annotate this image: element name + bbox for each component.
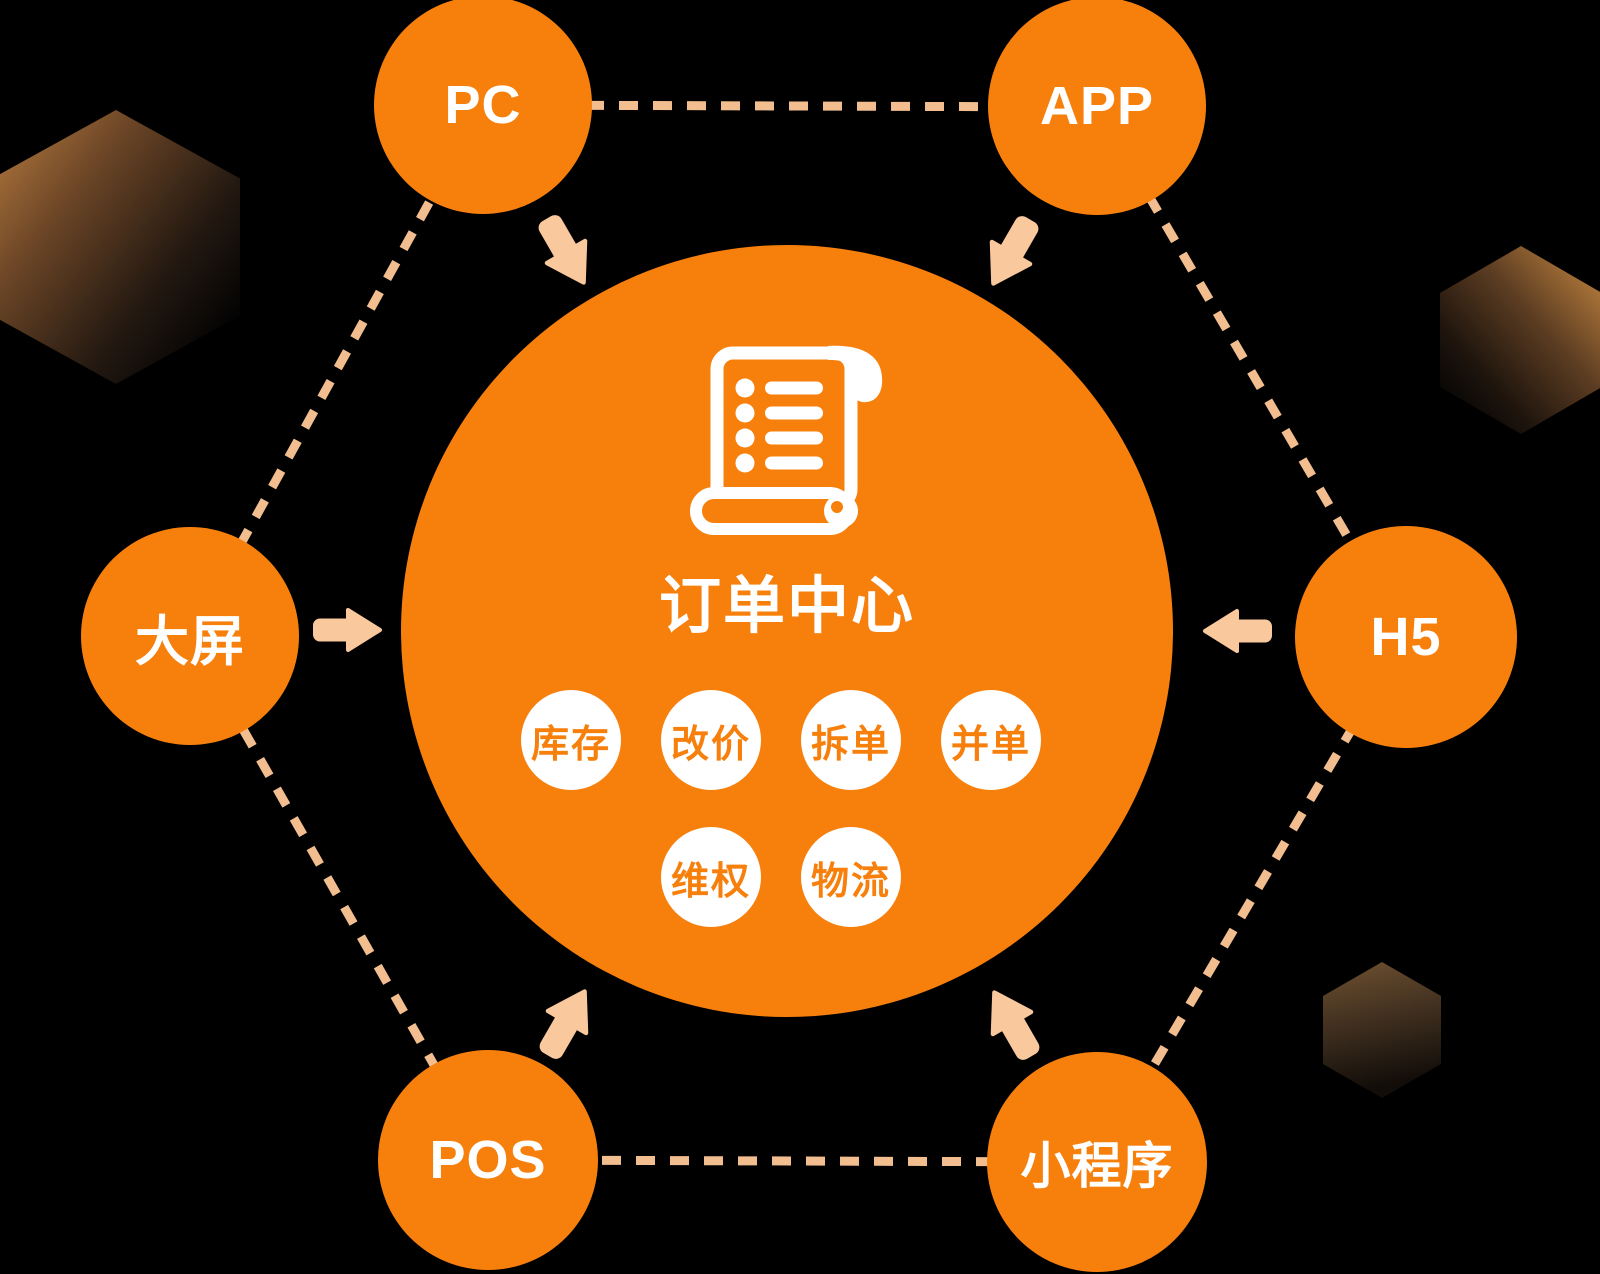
feature-bubble-merge-order: 并单	[941, 690, 1041, 790]
feature-bubble-split-order: 拆单	[801, 690, 901, 790]
order-center-hub: 订单中心 库存 改价 拆单 并单 维权 物流	[401, 245, 1173, 1017]
arrow-pc-to-center	[538, 215, 588, 285]
node-label: H5	[1370, 607, 1442, 667]
node-label: 小程序	[1020, 1138, 1174, 1194]
feature-bubble-rights-protection: 维权	[661, 827, 761, 927]
node-large-screen: 大屏	[81, 527, 299, 745]
feature-label: 并单	[950, 723, 1031, 766]
arrow-large-screen-to-center	[313, 608, 382, 652]
hub-title: 订单中心	[658, 572, 915, 641]
node-label: 大屏	[135, 611, 245, 672]
feature-bubble-inventory: 库存	[521, 690, 621, 790]
arrow-mini-program-to-center	[990, 990, 1040, 1060]
node-app: APP	[988, 0, 1206, 215]
node-label: PC	[444, 75, 522, 135]
feature-label: 库存	[530, 723, 611, 766]
node-label: POS	[429, 1130, 547, 1190]
feature-label: 改价	[670, 723, 751, 766]
feature-label: 维权	[670, 860, 751, 903]
node-pc: PC	[374, 0, 592, 214]
node-mini-program: 小程序	[987, 1052, 1207, 1272]
node-pos: POS	[378, 1050, 598, 1270]
feature-label: 拆单	[810, 723, 891, 766]
feature-bubble-price-change: 改价	[661, 690, 761, 790]
order-list-scroll-icon	[690, 345, 883, 535]
feature-label: 物流	[810, 860, 891, 903]
feature-bubble-logistics: 物流	[801, 827, 901, 927]
node-h5: H5	[1295, 526, 1517, 748]
arrow-pos-to-center	[539, 989, 589, 1059]
arrow-app-to-center	[989, 216, 1039, 286]
arrow-h5-to-center	[1203, 609, 1272, 653]
node-label: APP	[1039, 76, 1155, 136]
